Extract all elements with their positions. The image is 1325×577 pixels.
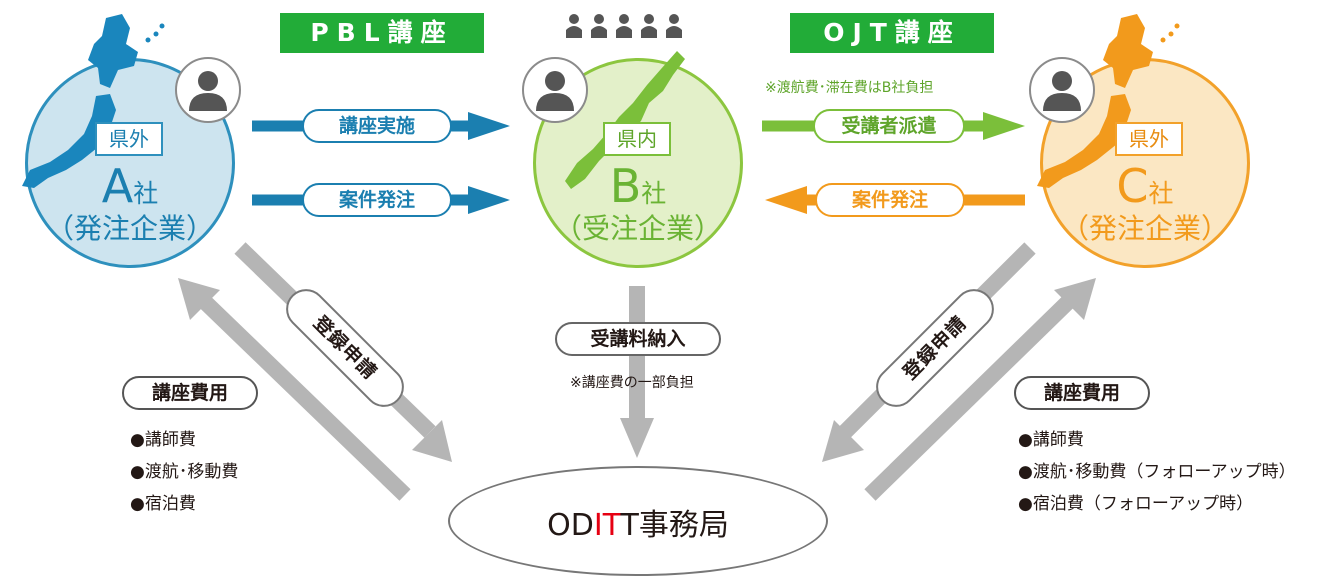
company-b-pref: 県内 [603,122,671,156]
person-icon-b [522,57,588,123]
cost-item: ●宿泊費（フォローアップ時） [1018,494,1254,514]
okinawa-map-icon [565,51,685,189]
company-a-role: （発注企業） [45,212,214,245]
person-icon-a [175,57,241,123]
payment-note: ※講座費の一部負担 [570,375,694,391]
payment-pill: 受講料納入 [555,322,721,356]
cost-title-left: 講座費用 [122,376,258,410]
company-a-pref: 県外 [95,122,163,156]
cost-item: ●渡航･移動費 [130,462,239,482]
company-c-role: （発注企業） [1060,212,1229,245]
cost-item: ●講師費 [1018,430,1084,450]
japan-map-icon-c [1037,14,1180,188]
person-icon-c [1029,57,1095,123]
people-group-icon [566,14,682,38]
japan-map-icon-a [22,14,165,188]
order-pill-a: 案件発注 [302,183,452,217]
ojt-banner: OJT講座 [790,13,994,53]
dispatch-pill: 受講者派遣 [813,109,965,143]
order-pill-c: 案件発注 [815,183,965,217]
company-b-role: （受注企業） [553,212,722,245]
ojt-cost-note: ※渡航費･滞在費はB社負担 [765,80,934,96]
company-c-pref: 県外 [1115,122,1183,156]
company-a-name: A社 [101,159,159,213]
arrow-office-to-c [864,278,1096,501]
cost-item: ●宿泊費 [130,494,196,514]
cost-title-right: 講座費用 [1014,376,1150,410]
company-b-name: B社 [609,159,667,213]
pbl-banner: PBL講座 [280,13,484,53]
cost-list-left: ●講師費 ●渡航･移動費 ●宿泊費 [130,424,238,520]
arrow-office-to-a [178,278,411,501]
lecture-pill: 講座実施 [302,109,452,143]
cost-list-right: ●講師費 ●渡航･移動費（フォローアップ時） ●宿泊費（フォローアップ時） [1018,424,1296,520]
company-c-name: C社 [1116,159,1174,213]
oditt-office-label: ODITT事務局 [547,508,729,543]
cost-item: ●渡航･移動費（フォローアップ時） [1018,462,1296,482]
cost-item: ●講師費 [130,430,196,450]
oditt-office-ellipse [448,466,828,576]
